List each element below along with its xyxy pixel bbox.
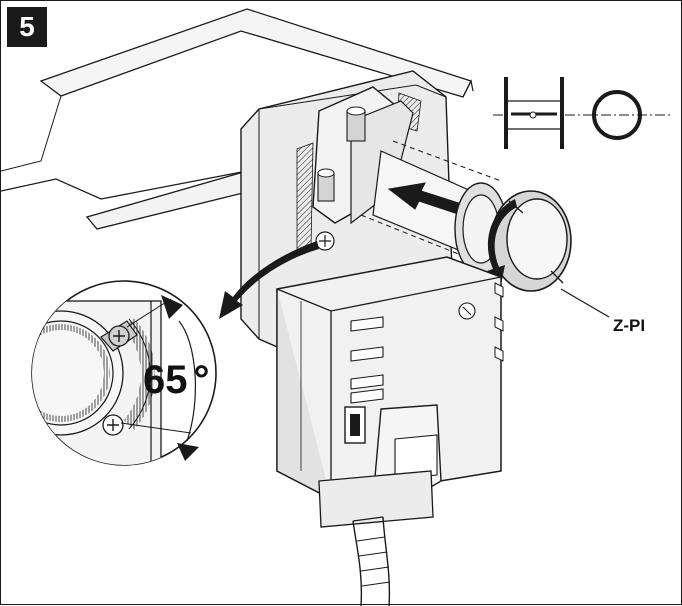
z-pi-leader (560, 288, 610, 318)
step-number-badge: 5 (7, 7, 47, 47)
rotate-arrow-icon (487, 199, 517, 285)
angle-arrow-icon (178, 320, 197, 442)
shaft-profile-symbols (493, 77, 673, 149)
zoom-detail: 65° (31, 280, 217, 466)
z-pi-label: Z-PI (613, 316, 645, 335)
actuator-housing (276, 256, 504, 528)
angle-arrowhead-top (161, 295, 183, 319)
cable (352, 516, 391, 606)
zoom-arrow-icon (219, 241, 319, 319)
z-pi-ring (487, 190, 572, 292)
duct-panel (1, 8, 474, 230)
shaft-clamp (312, 86, 414, 251)
angle-arrowhead-bottom (177, 443, 199, 461)
angle-label: 65° (143, 358, 210, 402)
